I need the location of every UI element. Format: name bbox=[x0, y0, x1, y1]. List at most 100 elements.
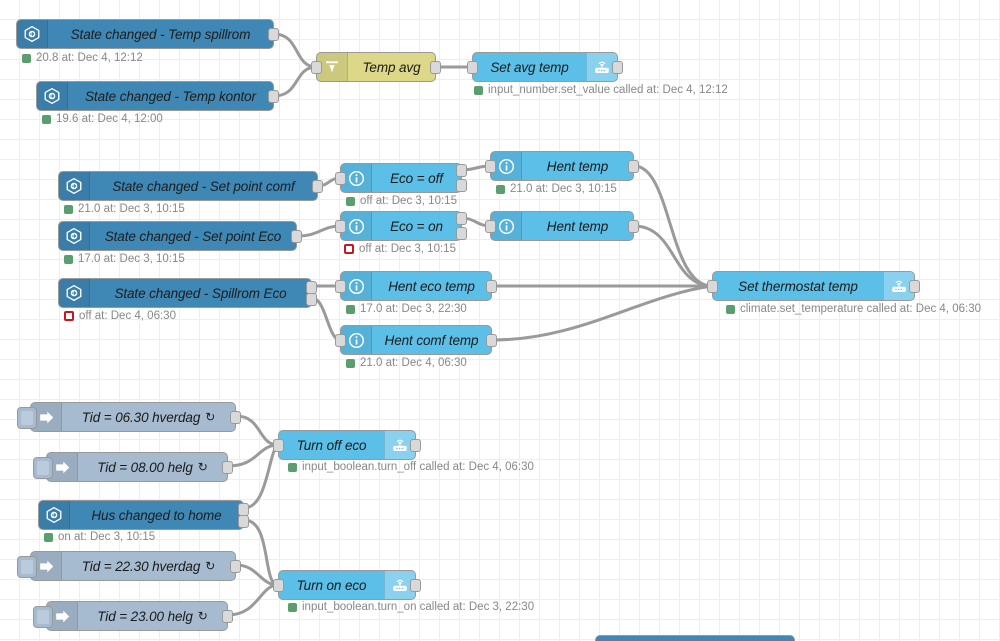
output-port[interactable] bbox=[230, 560, 241, 573]
status-text: 21.0 at: Dec 3, 10:15 bbox=[510, 183, 617, 195]
node-hent-comf-temp[interactable]: Hent comf temp bbox=[335, 325, 497, 355]
node-label: State changed - Set point comf bbox=[112, 178, 295, 194]
node-status-eco-on: off at: Dec 3, 10:15 bbox=[344, 243, 456, 255]
input-port[interactable] bbox=[273, 439, 284, 452]
status-dot-green bbox=[22, 53, 31, 63]
input-port[interactable] bbox=[485, 220, 496, 233]
status-dot-green bbox=[64, 204, 73, 214]
node-state-changed-temp-spillrom[interactable]: State changed - Temp spillrom bbox=[16, 19, 279, 49]
node-hent-temp-lower[interactable]: Hent temp bbox=[485, 211, 639, 241]
input-port[interactable] bbox=[335, 280, 346, 293]
status-text: 21.0 at: Dec 4, 06:30 bbox=[360, 357, 467, 369]
input-port[interactable] bbox=[335, 220, 346, 233]
node-label: Eco = on bbox=[390, 218, 443, 234]
inject-trigger-button[interactable] bbox=[33, 606, 53, 628]
input-port[interactable] bbox=[311, 61, 322, 74]
router-icon bbox=[586, 53, 617, 81]
node-inject-tid-0800-helg[interactable]: Tid = 08.00 helg ↻ bbox=[33, 452, 233, 482]
inject-trigger-button[interactable] bbox=[17, 556, 37, 578]
output-port[interactable] bbox=[486, 334, 497, 347]
node-state-changed-temp-kontor[interactable]: State changed - Temp kontor bbox=[36, 81, 279, 111]
status-text: 17.0 at: Dec 3, 10:15 bbox=[78, 253, 185, 265]
status-text: climate.set_temperature called at: Dec 4… bbox=[740, 303, 981, 315]
output-port[interactable] bbox=[628, 220, 639, 233]
output-port[interactable] bbox=[268, 90, 279, 103]
output-port[interactable] bbox=[268, 28, 279, 41]
status-text: input_boolean.turn_off called at: Dec 4,… bbox=[302, 461, 534, 473]
offscreen-node-top-edge[interactable] bbox=[595, 635, 795, 641]
node-label: Eco = off bbox=[390, 170, 443, 186]
status-text: 21.0 at: Dec 3, 10:15 bbox=[78, 203, 185, 215]
output-port[interactable] bbox=[312, 180, 323, 193]
node-temp-avg[interactable]: Temp avg bbox=[311, 52, 441, 82]
output-port[interactable] bbox=[291, 230, 302, 243]
inject-trigger-button[interactable] bbox=[33, 457, 53, 479]
node-set-thermostat-temp[interactable]: Set thermostat temp bbox=[707, 271, 920, 301]
inject-trigger-button[interactable] bbox=[17, 407, 37, 429]
input-port[interactable] bbox=[467, 61, 478, 74]
node-label: Hus changed to home bbox=[91, 507, 222, 523]
node-status-set-point-eco: 17.0 at: Dec 3, 10:15 bbox=[64, 253, 185, 265]
status-dot-green bbox=[726, 304, 735, 314]
node-label: Tid = 06.30 hverdag ↻ bbox=[62, 403, 235, 431]
node-hus-changed-to-home[interactable]: Hus changed to home bbox=[38, 500, 249, 530]
node-label: State changed - Spillrom Eco bbox=[114, 285, 287, 301]
input-port[interactable] bbox=[273, 579, 284, 592]
node-label: Tid = 08.00 helg ↻ bbox=[78, 453, 227, 481]
output-port-2[interactable] bbox=[456, 179, 467, 192]
input-port[interactable] bbox=[485, 160, 496, 173]
node-label: State changed - Temp kontor bbox=[85, 88, 256, 104]
node-label-text: Tid = 08.00 helg bbox=[97, 459, 193, 475]
node-status-turn-off-eco: input_boolean.turn_off called at: Dec 4,… bbox=[288, 461, 534, 473]
node-inject-tid-0630-hverdag[interactable]: Tid = 06.30 hverdag ↻ bbox=[17, 402, 241, 432]
output-port[interactable] bbox=[486, 280, 497, 293]
output-port-2[interactable] bbox=[456, 227, 467, 240]
node-hent-temp-upper[interactable]: Hent temp bbox=[485, 151, 639, 181]
repeat-icon: ↻ bbox=[197, 460, 208, 474]
node-status-set-thermostat-temp: climate.set_temperature called at: Dec 4… bbox=[726, 303, 981, 315]
node-label: Set avg temp bbox=[490, 59, 569, 75]
info-icon bbox=[341, 326, 372, 354]
node-set-avg-temp[interactable]: Set avg temp bbox=[467, 52, 623, 82]
output-port-1[interactable] bbox=[456, 212, 467, 225]
repeat-icon: ↻ bbox=[197, 609, 208, 623]
status-dot-green bbox=[496, 184, 505, 194]
node-turn-off-eco[interactable]: Turn off eco bbox=[273, 430, 421, 460]
output-port[interactable] bbox=[612, 61, 623, 74]
status-text: on at: Dec 3, 10:15 bbox=[58, 531, 156, 543]
input-port[interactable] bbox=[335, 334, 346, 347]
node-inject-tid-2230-hverdag[interactable]: Tid = 22.30 hverdag ↻ bbox=[17, 551, 241, 581]
home-assistant-icon bbox=[59, 222, 90, 250]
node-label-text: Tid = 06.30 hverdag bbox=[81, 409, 201, 425]
output-port-1[interactable] bbox=[456, 164, 467, 177]
node-status-hent-temp-upper: 21.0 at: Dec 3, 10:15 bbox=[496, 183, 617, 195]
output-port-2[interactable] bbox=[238, 515, 249, 528]
input-port[interactable] bbox=[335, 172, 346, 185]
output-port[interactable] bbox=[628, 160, 639, 173]
node-state-changed-spillrom-eco[interactable]: State changed - Spillrom Eco bbox=[58, 278, 317, 308]
output-port[interactable] bbox=[430, 61, 441, 74]
output-port[interactable] bbox=[222, 610, 233, 623]
node-inject-tid-2300-helg[interactable]: Tid = 23.00 helg ↻ bbox=[33, 601, 233, 631]
node-state-changed-set-point-comf[interactable]: State changed - Set point comf bbox=[58, 171, 323, 201]
node-status-temp-kontor: 19.6 at: Dec 4, 12:00 bbox=[42, 113, 163, 125]
home-assistant-icon bbox=[39, 501, 70, 529]
status-dot-green bbox=[288, 462, 297, 472]
node-state-changed-set-point-eco[interactable]: State changed - Set point Eco bbox=[58, 221, 302, 251]
node-eco-off[interactable]: Eco = off bbox=[335, 163, 467, 193]
output-port[interactable] bbox=[230, 411, 241, 424]
node-turn-on-eco[interactable]: Turn on eco bbox=[273, 570, 421, 600]
output-port[interactable] bbox=[410, 439, 421, 452]
status-text: 20.8 at: Dec 4, 12:12 bbox=[36, 52, 143, 64]
home-assistant-icon bbox=[59, 279, 90, 307]
output-port[interactable] bbox=[410, 579, 421, 592]
output-port[interactable] bbox=[909, 280, 920, 293]
node-label: State changed - Set point Eco bbox=[104, 228, 282, 244]
input-port[interactable] bbox=[707, 280, 718, 293]
output-port[interactable] bbox=[222, 461, 233, 474]
home-assistant-icon bbox=[59, 172, 90, 200]
output-port-2[interactable] bbox=[306, 293, 317, 306]
node-hent-eco-temp[interactable]: Hent eco temp bbox=[335, 271, 497, 301]
node-eco-on[interactable]: Eco = on bbox=[335, 211, 467, 241]
